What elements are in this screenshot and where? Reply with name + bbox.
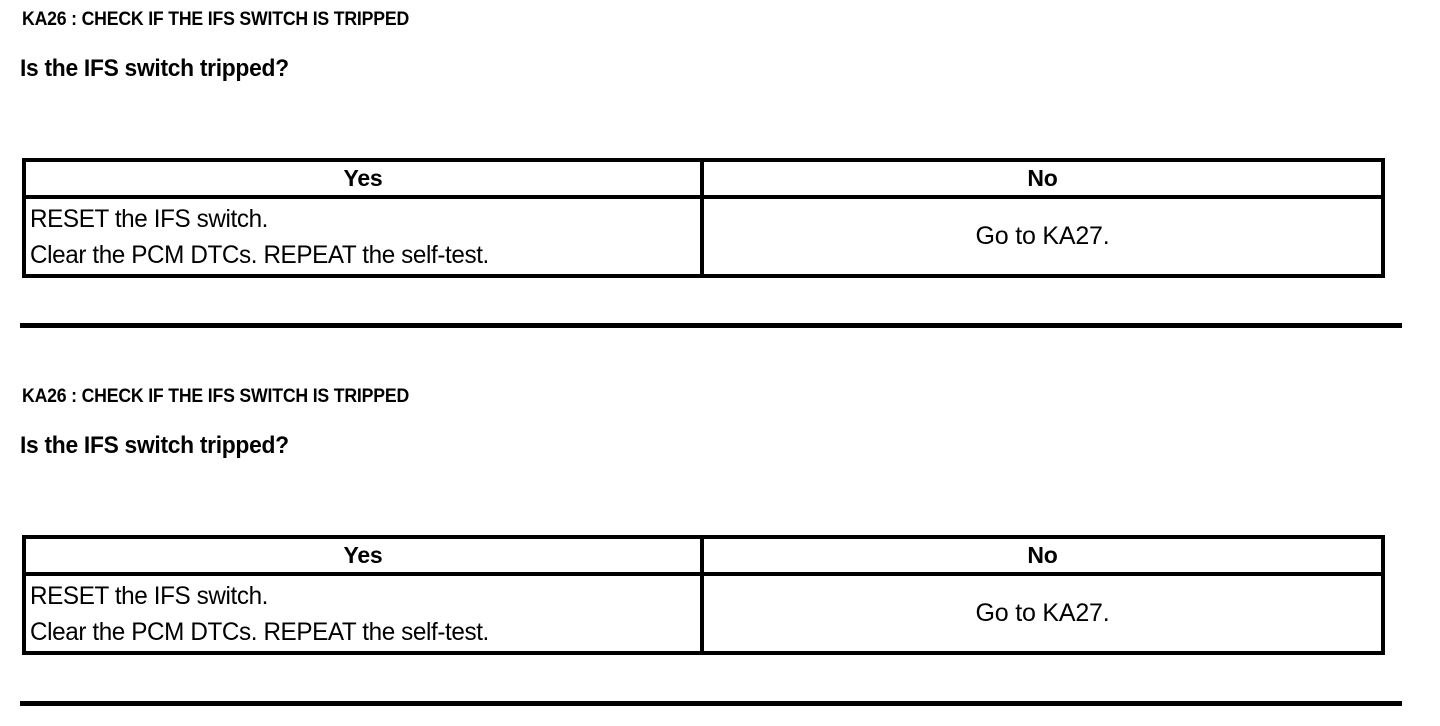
step-question: Is the IFS switch tripped? bbox=[20, 432, 289, 459]
step-title: KA26 : CHECK IF THE IFS SWITCH IS TRIPPE… bbox=[22, 386, 410, 407]
action-line: Clear the PCM DTCs. REPEAT the self-test… bbox=[30, 618, 489, 646]
cell-no-action: Go to KA27. bbox=[704, 199, 1381, 274]
answer-table: Yes No RESET the IFS switch. Clear the P… bbox=[22, 535, 1385, 655]
cell-yes-actions: RESET the IFS switch. Clear the PCM DTCs… bbox=[26, 199, 704, 274]
action-line: RESET the IFS switch. bbox=[30, 582, 269, 610]
table-body-row: RESET the IFS switch. Clear the PCM DTCs… bbox=[26, 576, 1381, 651]
column-header-no: No bbox=[1027, 542, 1058, 568]
table-body-row: RESET the IFS switch. Clear the PCM DTCs… bbox=[26, 199, 1381, 274]
cell-yes-actions: RESET the IFS switch. Clear the PCM DTCs… bbox=[26, 576, 704, 651]
cell-no-action: Go to KA27. bbox=[704, 576, 1381, 651]
action-line: Clear the PCM DTCs. REPEAT the self-test… bbox=[30, 241, 489, 269]
step-title: KA26 : CHECK IF THE IFS SWITCH IS TRIPPE… bbox=[22, 9, 410, 30]
column-header-no: No bbox=[1027, 165, 1058, 191]
column-header-yes: Yes bbox=[26, 162, 704, 195]
section-divider-rule bbox=[20, 701, 1402, 706]
answer-table: Yes No RESET the IFS switch. Clear the P… bbox=[22, 158, 1385, 278]
table-header-row: Yes No bbox=[26, 162, 1381, 199]
step-question: Is the IFS switch tripped? bbox=[20, 55, 289, 82]
section-divider-rule bbox=[20, 323, 1402, 328]
goto-reference: Go to KA27. bbox=[975, 222, 1110, 250]
goto-reference: Go to KA27. bbox=[975, 599, 1110, 627]
table-header-row: Yes No bbox=[26, 539, 1381, 576]
action-line: RESET the IFS switch. bbox=[30, 205, 269, 233]
column-header-yes: Yes bbox=[26, 539, 704, 572]
